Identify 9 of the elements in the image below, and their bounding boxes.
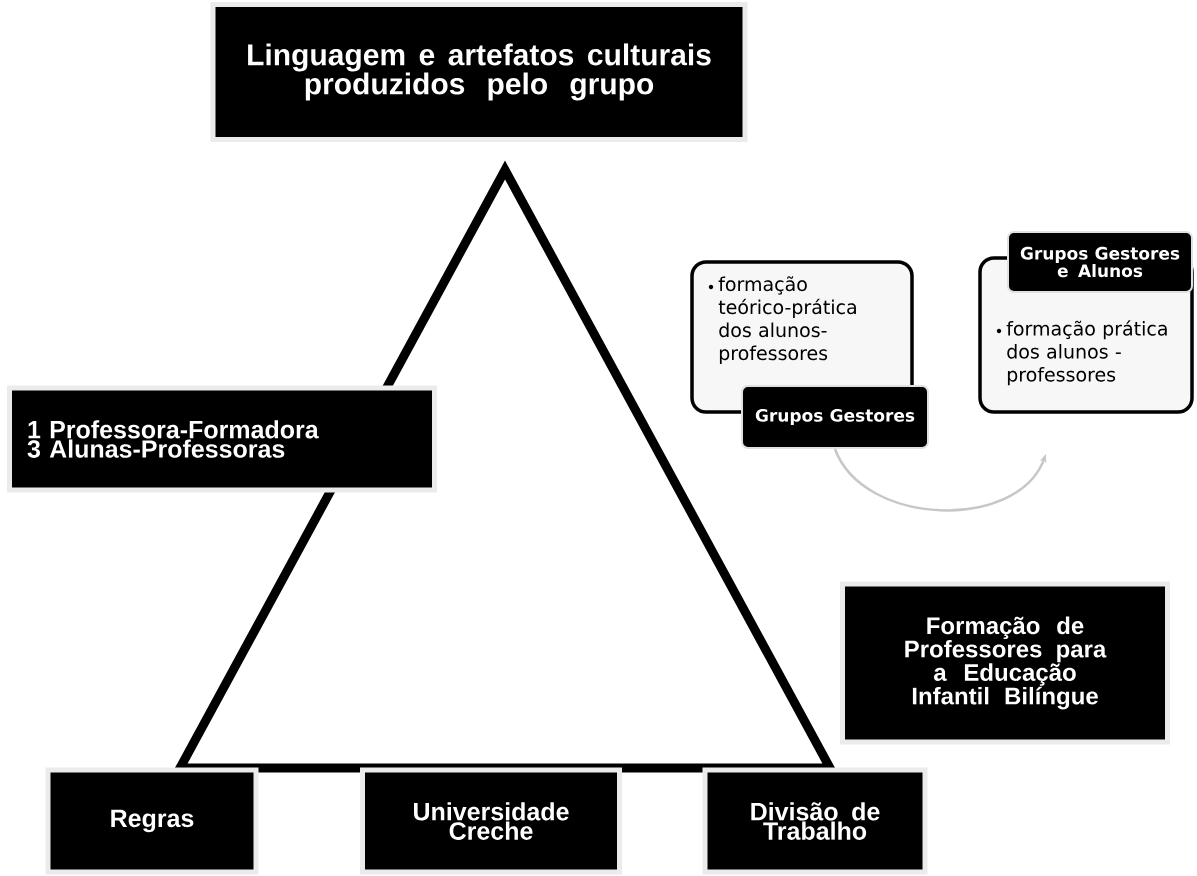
label-box: Formação de Professores para a Educação Infantil Bilíngue <box>840 581 1170 745</box>
tab-label: Grupos Gestores <box>741 385 929 449</box>
tab-label: Grupos Gestores e Alunos <box>1007 231 1193 293</box>
curved-arrow <box>833 448 1047 512</box>
label-box: Universidade Creche <box>360 767 622 875</box>
label-box: Divisão de Trabalho <box>702 767 928 875</box>
label-box: 1 Professora-Formadora 3 Alunas-Professoras <box>7 385 437 493</box>
label-box: Regras <box>45 767 259 875</box>
label-box: Linguagem e artefatos culturais produzidos pelo grupo <box>210 2 748 142</box>
